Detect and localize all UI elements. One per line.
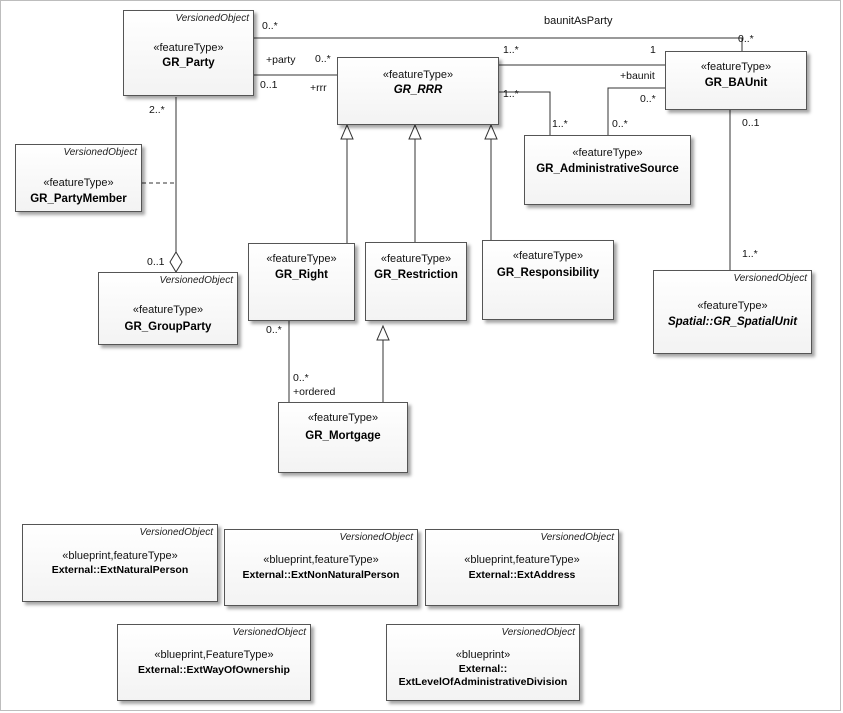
stereotype: «blueprint» bbox=[455, 649, 511, 661]
class-gr-administrativesource[interactable]: «featureType» GR_AdministrativeSource bbox=[524, 135, 691, 205]
class-ext-address[interactable]: VersionedObject «blueprint,featureType» … bbox=[425, 529, 619, 606]
mult-baunit-rrr: 1 bbox=[650, 44, 656, 56]
assoc-baunit-as-party bbox=[254, 37, 743, 51]
class-gr-baunit[interactable]: «featureType» GR_BAUnit bbox=[665, 51, 807, 110]
class-gr-groupparty[interactable]: VersionedObject «featureType» GR_GroupPa… bbox=[98, 272, 238, 345]
mult-baunit-spatialunit: 0..1 bbox=[742, 117, 760, 129]
mult-group: 0..1 bbox=[147, 256, 165, 268]
class-name: External::ExtAddress bbox=[468, 569, 576, 581]
versioned-tag: VersionedObject bbox=[139, 527, 213, 538]
stereotype: «blueprint,featureType» bbox=[263, 554, 379, 566]
assoc-rrr-source bbox=[499, 91, 551, 135]
class-name: External::ExtNaturalPerson bbox=[51, 564, 189, 576]
mult-party-rrr: 0..* bbox=[315, 53, 331, 65]
stereotype: «featureType» bbox=[512, 250, 584, 262]
class-gr-restriction[interactable]: «featureType» GR_Restriction bbox=[365, 242, 467, 321]
class-name: External::ExtNonNaturalPerson bbox=[242, 569, 400, 581]
stereotype: «featureType» bbox=[697, 300, 768, 312]
class-name: GR_Responsibility bbox=[496, 267, 600, 279]
mult-baunit-source: 0..* bbox=[640, 93, 656, 105]
versioned-tag: VersionedObject bbox=[232, 627, 306, 638]
role-baunit: +baunit bbox=[620, 70, 655, 82]
class-ext-wayofownership[interactable]: VersionedObject «blueprint,FeatureType» … bbox=[117, 624, 311, 701]
class-spatial-gr-spatialunit[interactable]: VersionedObject «featureType» Spatial::G… bbox=[653, 270, 812, 354]
gen-right-arrowhead bbox=[340, 123, 354, 140]
versioned-tag: VersionedObject bbox=[339, 532, 413, 543]
assoc-baunit-source bbox=[607, 87, 665, 135]
gen-mortgage-arrowhead bbox=[376, 324, 390, 341]
stereotype: «blueprint,FeatureType» bbox=[154, 649, 274, 661]
class-name: GR_RRR bbox=[393, 84, 443, 96]
mult-source-rrr: 1..* bbox=[552, 118, 568, 130]
class-name: GR_BAUnit bbox=[704, 77, 768, 89]
class-name: GR_Right bbox=[274, 269, 329, 281]
class-ext-nonnaturalperson[interactable]: VersionedObject «blueprint,featureType» … bbox=[224, 529, 418, 606]
class-gr-rrr[interactable]: «featureType» GR_RRR bbox=[337, 57, 499, 125]
stereotype: «featureType» bbox=[307, 412, 379, 424]
class-name: GR_Party bbox=[162, 57, 215, 69]
mult-right-mortgage: 0..* bbox=[266, 324, 282, 336]
gen-responsibility-arrowhead bbox=[484, 123, 498, 140]
stereotype: «featureType» bbox=[132, 304, 204, 316]
mult-mortgage: 0..* bbox=[293, 372, 309, 384]
class-name: External:: ExtLevelOfAdministrativeDivis… bbox=[387, 663, 579, 689]
versioned-tag: VersionedObject bbox=[733, 273, 807, 284]
stereotype: «blueprint,featureType» bbox=[62, 550, 178, 562]
gen-restriction-arrowhead bbox=[408, 123, 422, 140]
aggregation-diamond bbox=[169, 251, 183, 273]
role-rrr: +rrr bbox=[310, 82, 327, 94]
class-name-line1: External:: bbox=[458, 663, 508, 675]
stereotype: «featureType» bbox=[266, 253, 337, 265]
stereotype: «featureType» bbox=[382, 69, 454, 81]
mult-rrr-baunit: 1..* bbox=[503, 44, 519, 56]
versioned-tag: VersionedObject bbox=[159, 275, 233, 286]
class-name: Spatial::GR_SpatialUnit bbox=[667, 316, 798, 328]
class-name: GR_Mortgage bbox=[305, 430, 381, 442]
class-name-line2: ExtLevelOfAdministrativeDivision bbox=[398, 676, 568, 688]
mult-party-group: 2..* bbox=[149, 104, 165, 116]
stereotype: «featureType» bbox=[380, 253, 452, 265]
stereotype: «blueprint,featureType» bbox=[464, 554, 580, 566]
stereotype: «featureType» bbox=[153, 42, 224, 54]
mult-source-baunit: 0..* bbox=[612, 118, 628, 130]
versioned-tag: VersionedObject bbox=[540, 532, 614, 543]
stereotype: «featureType» bbox=[43, 177, 114, 189]
class-gr-right[interactable]: «featureType» GR_Right bbox=[248, 243, 355, 321]
mult-spatialunit: 1..* bbox=[742, 248, 758, 260]
mult-rrr-source: 1..* bbox=[503, 88, 519, 100]
class-name: GR_Restriction bbox=[374, 269, 458, 281]
versioned-tag: VersionedObject bbox=[501, 627, 575, 638]
class-ext-leveladministrativedivision[interactable]: VersionedObject «blueprint» External:: E… bbox=[386, 624, 580, 701]
role-ordered: +ordered bbox=[293, 386, 336, 398]
class-gr-party[interactable]: VersionedObject «featureType» GR_Party bbox=[123, 10, 254, 96]
versioned-tag: VersionedObject bbox=[175, 13, 249, 24]
stereotype: «featureType» bbox=[572, 147, 643, 159]
mult-party-baunit: 0..* bbox=[262, 20, 278, 32]
class-gr-mortgage[interactable]: «featureType» GR_Mortgage bbox=[278, 402, 408, 473]
versioned-tag: VersionedObject bbox=[63, 147, 137, 158]
class-name: External::ExtWayOfOwnership bbox=[138, 664, 290, 676]
mult-party-side: 0..1 bbox=[260, 79, 278, 91]
assoc-name-baunitasparty: baunitAsParty bbox=[544, 15, 613, 27]
role-party: +party bbox=[266, 54, 296, 66]
class-name: GR_AdministrativeSource bbox=[536, 163, 679, 175]
mult-baunit-party: 0..* bbox=[738, 33, 754, 45]
class-gr-partymember[interactable]: VersionedObject «featureType» GR_PartyMe… bbox=[15, 144, 142, 212]
class-ext-naturalperson[interactable]: VersionedObject «blueprint,featureType» … bbox=[22, 524, 218, 602]
class-name: GR_GroupParty bbox=[124, 321, 212, 333]
class-name: GR_PartyMember bbox=[30, 193, 127, 205]
stereotype: «featureType» bbox=[700, 61, 772, 73]
class-gr-responsibility[interactable]: «featureType» GR_Responsibility bbox=[482, 240, 614, 320]
